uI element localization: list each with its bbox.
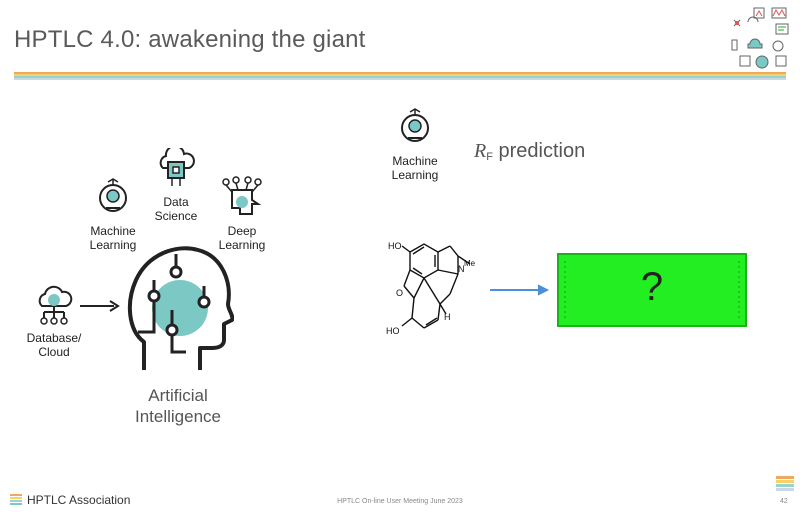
meeting-caption: HPTLC On-line User Meeting June 2023 — [337, 498, 463, 505]
deep-learning-label: Deep Learning — [218, 224, 266, 252]
page-number: 42 — [780, 498, 788, 505]
plate-question-mark: ? — [640, 265, 664, 309]
deep-learning-icon — [222, 176, 262, 215]
footer-stripes-icon — [776, 476, 794, 491]
molecule-n: N — [458, 264, 465, 274]
association-name: HPTLC Association — [27, 493, 131, 507]
machine-learning-icon-right — [401, 108, 429, 142]
machine-learning-label-right: Machine Learning — [391, 154, 439, 182]
database-cloud-icon — [38, 285, 73, 325]
data-science-label: Data Science — [154, 195, 198, 223]
hptlc-icon-cluster — [731, 7, 789, 69]
blue-arrow-icon — [490, 284, 550, 296]
artificial-intelligence-label: Artificial Intelligence — [134, 386, 221, 426]
machine-learning-label: Machine Learning — [89, 224, 137, 252]
ai-head-icon — [127, 246, 234, 370]
database-cloud-label: Database/ Cloud — [26, 331, 82, 359]
molecule-ho-top: HO — [388, 241, 402, 251]
data-science-icon — [159, 148, 195, 186]
molecule-o: O — [396, 288, 403, 298]
arrow-right-icon — [80, 300, 120, 312]
hptlc-association-logo[interactable]: HPTLC Association — [10, 493, 130, 507]
molecule-me: Me — [464, 259, 476, 268]
slide-title: HPTLC 4.0: awakening the giant — [14, 26, 366, 53]
molecule-h: H — [444, 312, 451, 322]
hptlc-plate: ? — [557, 253, 747, 327]
title-underline-stripes — [14, 72, 786, 80]
machine-learning-icon — [99, 178, 127, 212]
molecule-structure: HO N Me O HO H — [386, 241, 476, 336]
association-logo-icon — [10, 494, 22, 505]
rf-prediction-label: RF prediction — [474, 140, 586, 163]
molecule-ho-bottom: HO — [386, 326, 400, 336]
